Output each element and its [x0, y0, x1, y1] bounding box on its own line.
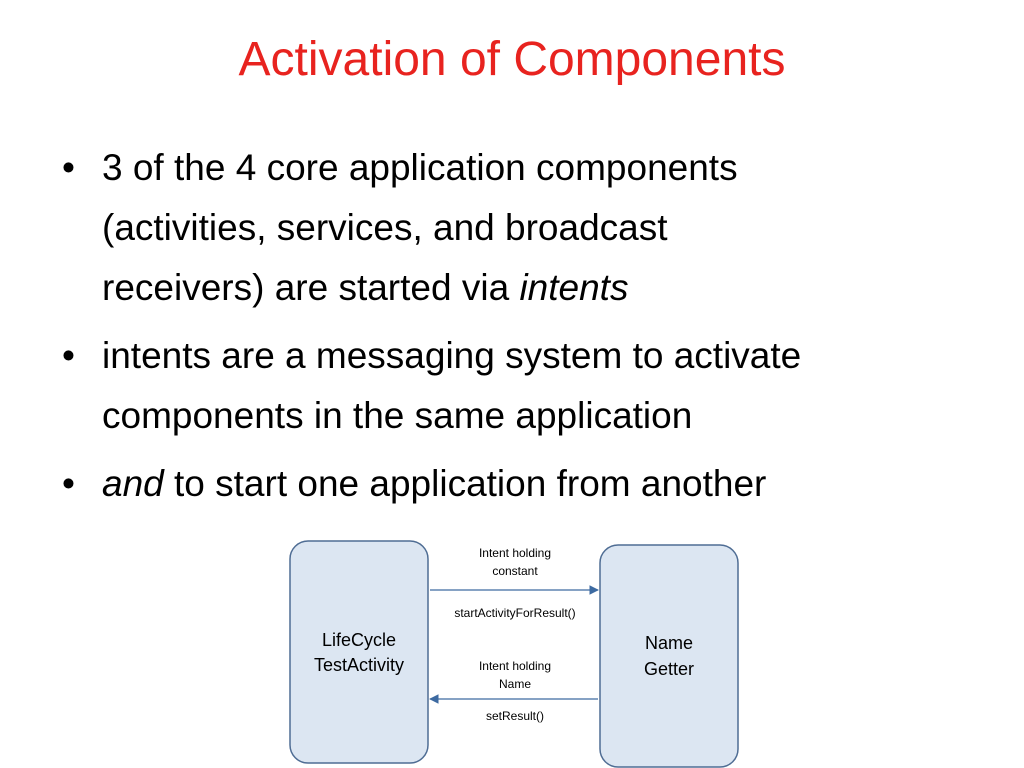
left-box-label-line2: TestActivity	[314, 655, 404, 675]
bullet-text-line: receivers) are started via	[102, 267, 520, 308]
bullet-emphasis: intents	[519, 267, 629, 308]
bullet-text-line: intents are a messaging system to activa…	[102, 335, 802, 376]
name-getter-box	[599, 544, 739, 768]
bullet-item: • and to start one application from anot…	[62, 454, 992, 514]
bullet-item: • intents are a messaging system to acti…	[62, 326, 992, 446]
bullet-icon: •	[62, 335, 75, 376]
bottom-arrow-label-above-1: Intent holding	[479, 659, 551, 673]
top-arrow-label-above-1: Intent holding	[479, 546, 551, 560]
bullet-text-line: to start one application from another	[163, 463, 767, 504]
bottom-arrow-label-below: setResult()	[486, 709, 544, 723]
right-box-label-line2: Getter	[644, 659, 694, 679]
right-box-label-line1: Name	[645, 633, 693, 653]
bullet-text-line: components in the same application	[102, 395, 693, 436]
bottom-arrow-label-above-2: Name	[499, 677, 531, 691]
bullet-emphasis: and	[102, 463, 164, 504]
top-arrow-label-above-2: constant	[492, 564, 538, 578]
top-arrow-label-below: startActivityForResult()	[454, 606, 575, 620]
bullet-item: • 3 of the 4 core application components…	[62, 138, 992, 318]
lifecycle-testactivity-box	[289, 540, 429, 764]
bullet-text-line: (activities, services, and broadcast	[102, 207, 668, 248]
slide-title: Activation of Components	[238, 33, 786, 86]
bullet-list: • 3 of the 4 core application components…	[62, 138, 992, 522]
bullet-icon: •	[62, 463, 75, 504]
bullet-text-line: 3 of the 4 core application components	[102, 147, 738, 188]
left-box-label-line1: LifeCycle	[322, 630, 396, 650]
intent-diagram: LifeCycle TestActivity Name Getter Inten…	[289, 540, 739, 768]
bullet-icon: •	[62, 147, 75, 188]
